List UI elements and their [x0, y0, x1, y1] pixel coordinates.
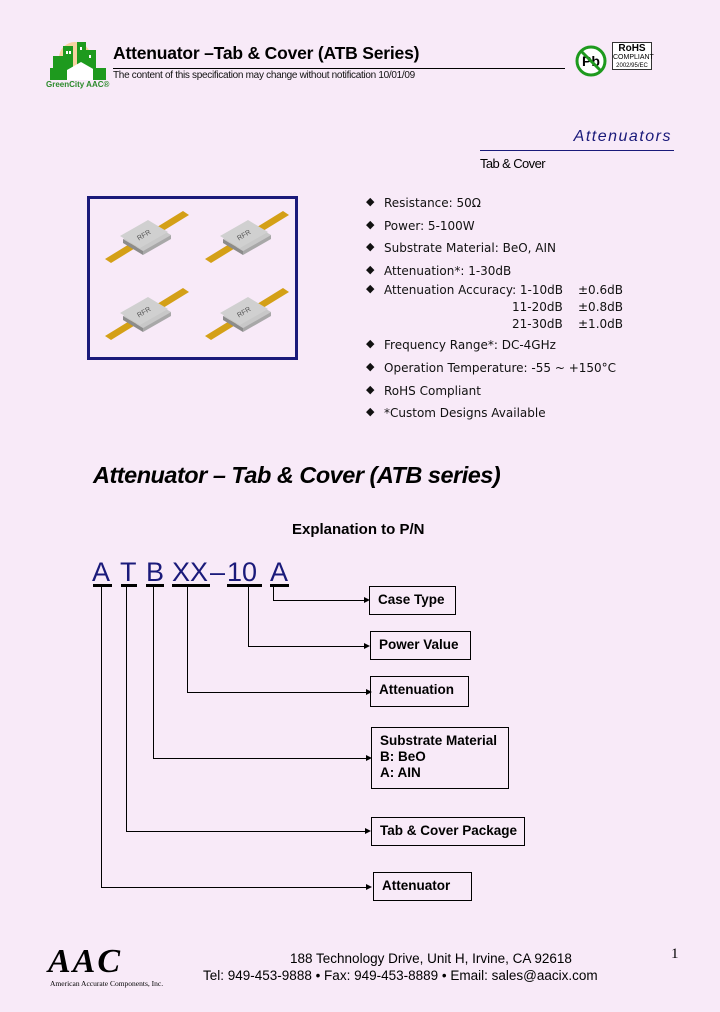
pn-segment-dash: –	[210, 557, 226, 587]
substrate-title: Substrate Material	[380, 733, 498, 748]
connector-line	[101, 887, 367, 888]
logo-text: GreenCity AAC®	[46, 80, 110, 89]
connector-line	[187, 692, 367, 693]
pn-segment-b: B	[146, 557, 165, 587]
accuracy-tolerance: ±0.6dB	[578, 283, 623, 297]
category-subtitle: Tab & Cover	[480, 156, 546, 171]
connector-line	[273, 587, 274, 600]
connector-line	[101, 587, 102, 887]
category-divider	[480, 150, 674, 151]
accuracy-range: 21-30dB	[512, 317, 563, 331]
pn-segment-10: 10	[227, 557, 258, 587]
rohs-title: RoHS	[618, 43, 646, 54]
document-title: Attenuator –Tab & Cover (ATB Series)	[113, 43, 420, 63]
rohs-line1: COMPLIANT	[613, 54, 654, 61]
diamond-bullet-icon: ◆	[366, 383, 375, 396]
diamond-bullet-icon: ◆	[366, 195, 375, 208]
substrate-ain: A: AIN	[380, 765, 421, 780]
pn-segment-case: A	[270, 557, 289, 587]
pn-segment-a: A	[92, 557, 111, 587]
label-attenuation: Attenuation	[370, 676, 469, 707]
pn-underline	[172, 584, 210, 587]
greencity-logo	[45, 38, 110, 93]
pn-underline	[146, 584, 164, 587]
header-divider	[113, 68, 565, 69]
accuracy-range: 11-20dB	[512, 300, 563, 314]
diamond-bullet-icon: ◆	[366, 240, 375, 253]
label-case-type: Case Type	[369, 586, 456, 615]
arrow-icon	[366, 755, 372, 761]
attenuator-packages-image: RFR RFR RFR RFR	[105, 211, 289, 340]
company-name: American Accurate Components, Inc.	[50, 979, 164, 988]
diamond-bullet-icon: ◆	[366, 337, 375, 350]
product-photo: RFR RFR RFR RFR	[87, 196, 298, 360]
diamond-bullet-icon: ◆	[366, 218, 375, 231]
connector-line	[153, 587, 154, 758]
revision-notice: The content of this specification may ch…	[113, 70, 415, 81]
rohs-line2: 2002/95/EC	[616, 63, 648, 69]
connector-line	[153, 758, 367, 759]
pn-segment-t: T	[120, 557, 137, 587]
aac-logo: AAC	[48, 943, 123, 980]
pn-underline	[227, 584, 262, 587]
accuracy-tolerance: ±1.0dB	[578, 317, 623, 331]
arrow-icon	[364, 597, 370, 603]
connector-line	[126, 587, 127, 831]
page-number: 1	[671, 946, 679, 962]
section-title: Attenuator – Tab & Cover (ATB series)	[93, 462, 501, 488]
substrate-beo: B: BeO	[380, 749, 426, 764]
accuracy-tolerance: ±0.8dB	[578, 300, 623, 314]
connector-line	[187, 587, 188, 692]
connector-line	[126, 831, 366, 832]
connector-line	[248, 646, 366, 647]
explanation-title: Explanation to P/N	[292, 521, 425, 538]
diamond-bullet-icon: ◆	[366, 282, 375, 295]
rohs-badge: RoHS COMPLIANT 2002/95/EC	[612, 42, 654, 70]
arrow-icon	[366, 689, 372, 695]
label-power-value: Power Value	[370, 631, 471, 660]
diamond-bullet-icon: ◆	[366, 263, 375, 276]
diamond-bullet-icon: ◆	[366, 405, 375, 418]
connector-line	[248, 587, 249, 646]
arrow-icon	[364, 643, 370, 649]
arrow-icon	[366, 884, 372, 890]
pb-free-icon: Pb	[575, 45, 607, 77]
pn-underline	[93, 584, 112, 587]
label-substrate-material: Substrate Material B: BeO A: AIN	[371, 727, 509, 789]
label-package: Tab & Cover Package	[371, 817, 525, 846]
arrow-icon	[365, 828, 371, 834]
category-title: Attenuators	[573, 128, 672, 145]
pn-segment-xx: XX	[172, 557, 209, 587]
diamond-bullet-icon: ◆	[366, 360, 375, 373]
label-attenuator: Attenuator	[373, 872, 472, 901]
company-contact: Tel: 949-453-9888 • Fax: 949-453-8889 • …	[203, 968, 598, 983]
connector-line	[273, 600, 365, 601]
city-skyline-icon	[50, 42, 106, 80]
company-address: 188 Technology Drive, Unit H, Irvine, CA…	[290, 951, 572, 966]
pn-underline	[270, 584, 289, 587]
pn-underline	[121, 584, 137, 587]
